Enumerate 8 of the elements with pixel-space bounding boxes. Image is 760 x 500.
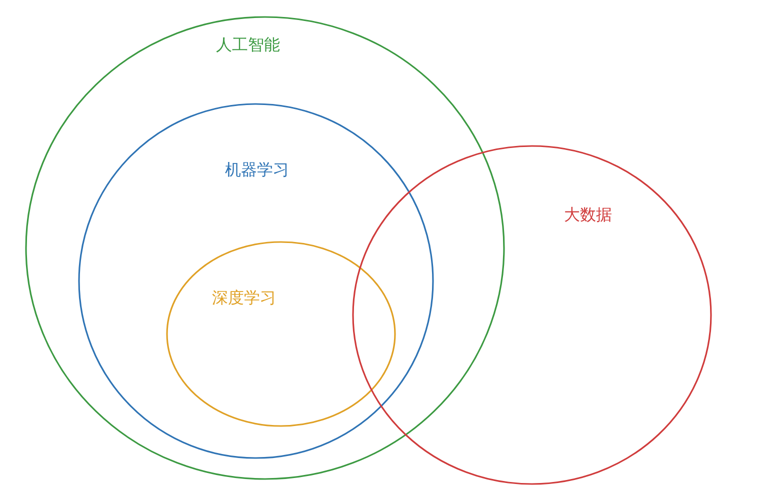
- region-label: 深度学习: [212, 288, 276, 308]
- circle-region: [166, 241, 396, 427]
- region-label: 人工智能: [216, 35, 280, 55]
- region-label: 机器学习: [225, 160, 289, 180]
- region-label: 大数据: [564, 205, 612, 225]
- circle-region: [25, 16, 505, 480]
- circle-region: [78, 103, 434, 459]
- circle-region: [352, 145, 712, 485]
